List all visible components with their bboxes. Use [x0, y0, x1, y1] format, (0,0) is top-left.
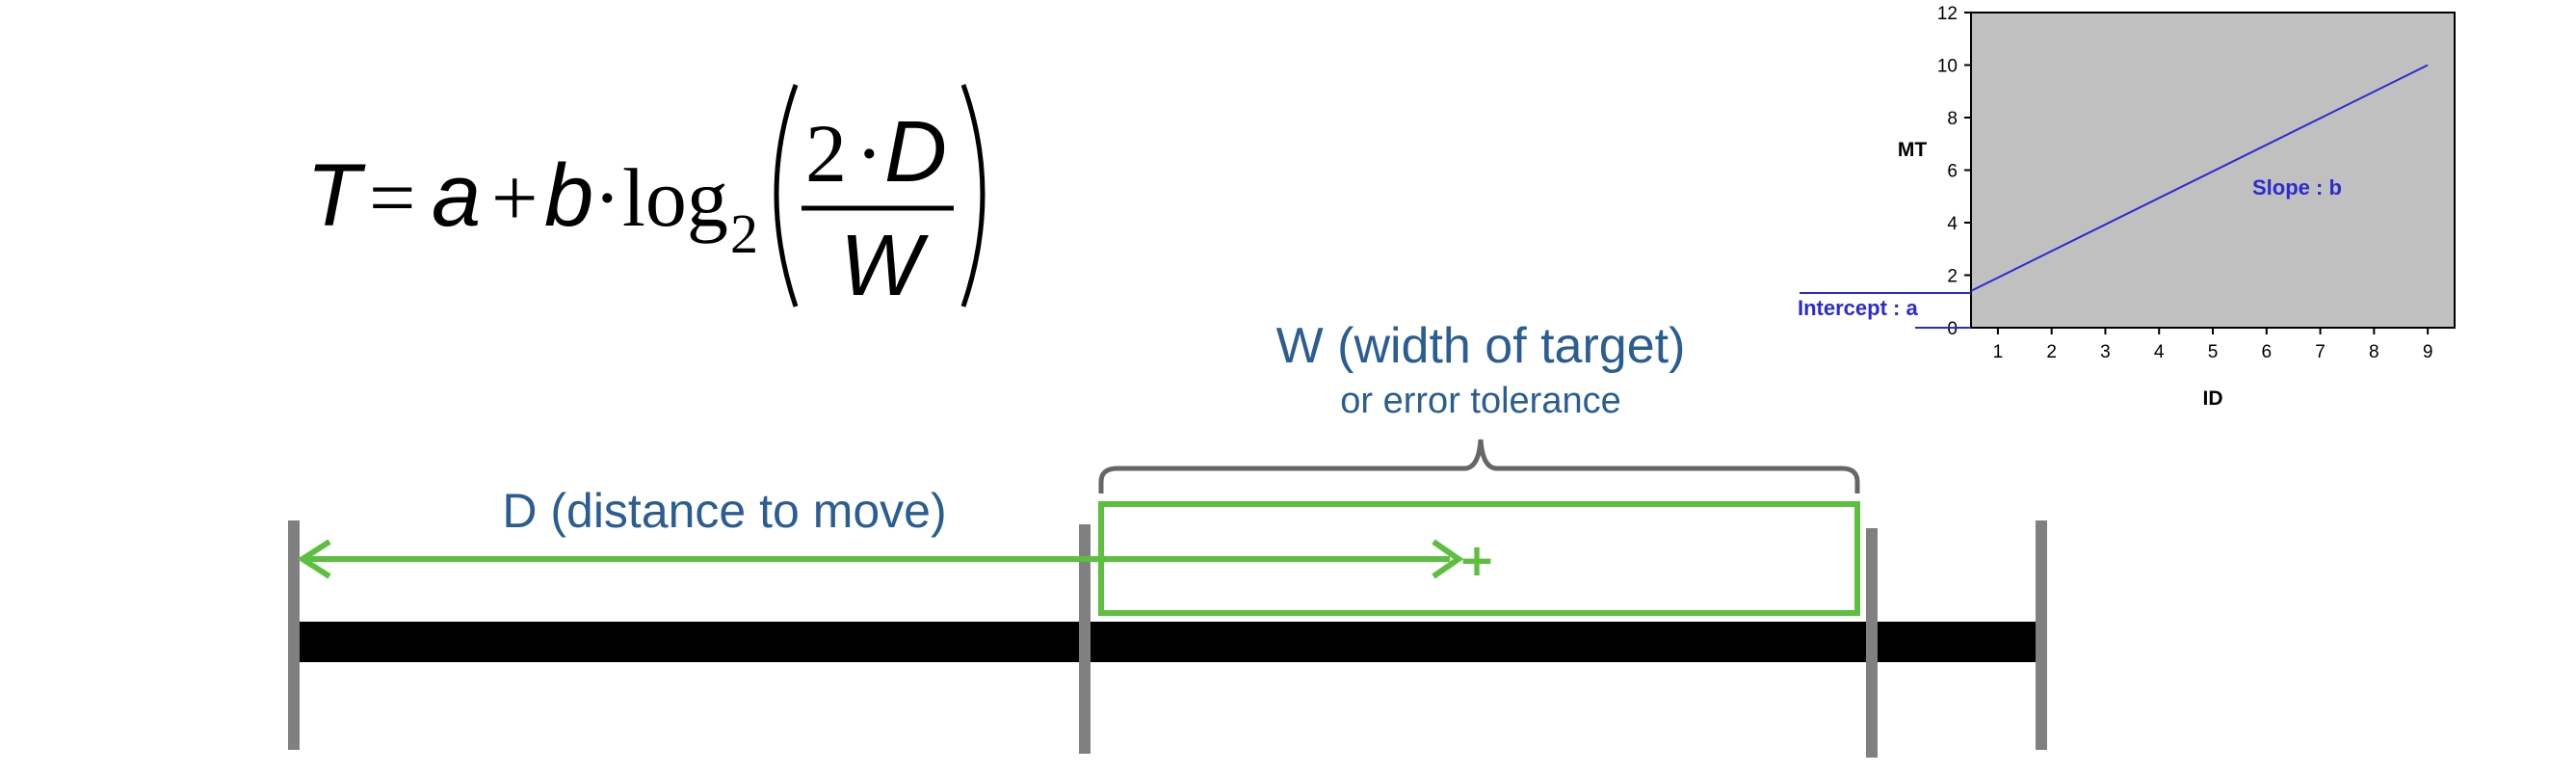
distance-label: D (distance to move) [502, 484, 946, 538]
formula-left-paren [774, 84, 799, 307]
x-tick-label: 3 [2100, 342, 2111, 362]
y-tick-label: 10 [1937, 57, 1958, 77]
start-tick [288, 520, 300, 750]
x-tick-label: 4 [2154, 342, 2165, 362]
y-tick-label: 12 [1937, 4, 1958, 24]
formula-log-base: 2 [730, 202, 758, 265]
y-tick-label: 8 [1947, 109, 1958, 129]
y-axis-ticks: 0 2 4 6 8 10 12 [1937, 4, 1971, 339]
width-sublabel: or error tolerance [1340, 381, 1620, 421]
formula-dot: · [593, 151, 621, 244]
end-tick [2036, 520, 2047, 750]
formula-right-paren [960, 84, 986, 307]
slope-annotation: Slope : b [2252, 175, 2342, 200]
x-tick-label: 9 [2423, 342, 2433, 362]
formula-numerator-two: 2 [805, 107, 847, 200]
x-axis-ticks: 1 2 3 4 5 6 7 8 9 [1993, 328, 2433, 362]
x-tick-label: 8 [2369, 342, 2379, 362]
chart-series [1970, 64, 2429, 292]
x-tick-label: 6 [2261, 342, 2272, 362]
formula-numerator-D: D [884, 104, 947, 200]
mt-series-line [1970, 64, 2429, 292]
formula-log: log [622, 151, 728, 244]
formula-T: T [306, 147, 366, 245]
x-tick-label: 1 [1993, 342, 2004, 362]
movement-diagram: + W (width of target) or error tolerance… [288, 318, 2047, 758]
x-tick-label: 2 [2046, 342, 2057, 362]
x-tick-label: 7 [2315, 342, 2326, 362]
width-label: W (width of target) [1276, 318, 1686, 374]
target-right-tick [1866, 528, 1878, 758]
x-axis-label: ID [2203, 387, 2223, 410]
formula-denominator-W: W [840, 218, 930, 314]
formula-plus: + [491, 151, 539, 244]
formula-a: a [432, 147, 481, 245]
y-tick-label: 0 [1947, 319, 1958, 339]
movement-track [296, 622, 2042, 662]
distance-arrowhead-right [1432, 539, 1464, 579]
x-tick-label: 5 [2208, 342, 2219, 362]
formula-equals: = [369, 151, 416, 244]
formula-b: b [544, 147, 593, 245]
intercept-annotation: Intercept : a [1798, 296, 1918, 320]
target-center-marker: + [1459, 534, 1496, 586]
formula-numerator-dot: · [855, 107, 883, 200]
plot-area [1970, 12, 2456, 329]
fitts-formula: T = a + b · log 2 2 · D W [306, 84, 986, 314]
y-tick-label: 4 [1947, 214, 1958, 234]
distance-arrowhead-left [297, 539, 331, 579]
target-left-tick [1079, 524, 1091, 754]
y-tick-label: 6 [1947, 162, 1958, 182]
width-brace [1098, 439, 1860, 493]
y-tick-label: 2 [1947, 267, 1958, 287]
y-axis-label: MT [1898, 139, 1927, 161]
